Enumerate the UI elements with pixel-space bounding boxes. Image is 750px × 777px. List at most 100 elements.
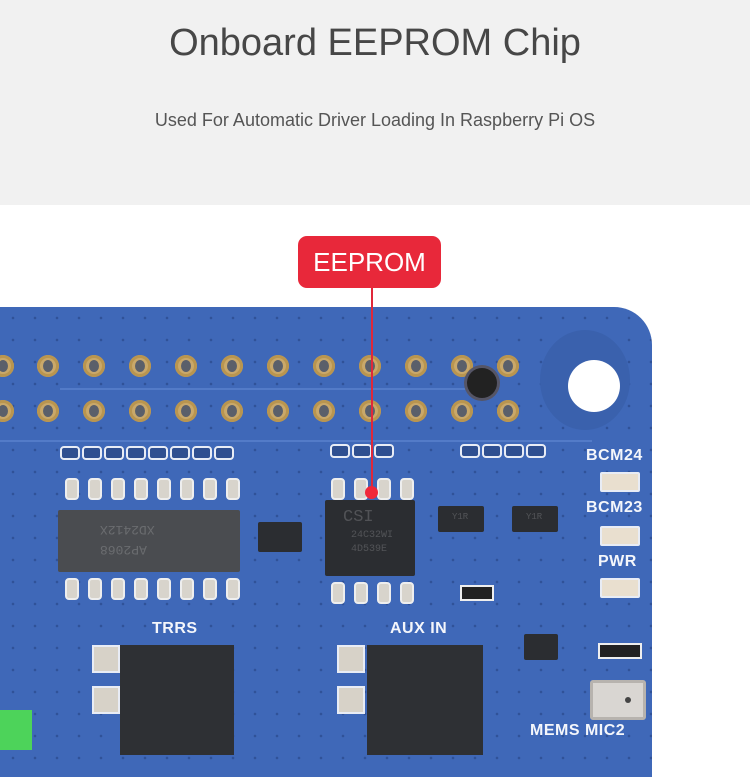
smd-pad <box>482 444 502 458</box>
amplifier-chip-marking: AP2068 <box>100 542 147 557</box>
smd-pad <box>104 446 124 460</box>
gpio-pin <box>221 400 243 422</box>
gpio-pin <box>0 400 14 422</box>
eeprom-callout-label: EEPROM <box>298 236 441 288</box>
header-banner: Onboard EEPROM Chip Used For Automatic D… <box>0 0 750 205</box>
chip-leg <box>226 578 240 600</box>
mounting-hole <box>568 360 620 412</box>
transistor: Y1R <box>512 506 558 532</box>
gpio-pin <box>175 355 197 377</box>
chip-leg <box>203 478 217 500</box>
gpio-pin <box>359 400 381 422</box>
transistor: Y1R <box>438 506 484 532</box>
eeprom-chip-marking: 24C32WI <box>351 530 394 541</box>
pcb-trace <box>60 388 482 390</box>
amplifier-chip-marking: XD2412X <box>100 522 155 537</box>
gpio-pin <box>129 400 151 422</box>
page-subtitle: Used For Automatic Driver Loading In Ras… <box>154 110 596 130</box>
resistor <box>598 643 642 659</box>
smd-pad <box>192 446 212 460</box>
chip-leg <box>354 582 368 604</box>
chip-leg <box>203 578 217 600</box>
gpio-pin <box>175 400 197 422</box>
gpio-pin <box>267 400 289 422</box>
gpio-pin <box>129 355 151 377</box>
smd-pad <box>504 444 524 458</box>
jack-pad <box>92 645 120 673</box>
gpio-pin <box>451 400 473 422</box>
transistor-marking: Y1R <box>452 512 469 522</box>
eeprom-chip-body: CSI 24C32WI 4D539E <box>325 500 415 576</box>
label-pwr: PWR <box>598 553 637 570</box>
gpio-pin <box>83 400 105 422</box>
smd-pad <box>330 444 350 458</box>
resistor <box>460 585 494 601</box>
aux-in-jack <box>367 645 483 755</box>
chip-leg <box>377 478 391 500</box>
gpio-pin <box>267 355 289 377</box>
gpio-pin <box>405 400 427 422</box>
led-bcm24 <box>600 472 640 492</box>
smd-pad <box>526 444 546 458</box>
chip-leg <box>331 582 345 604</box>
chip-leg <box>88 578 102 600</box>
label-trrs: TRRS <box>152 620 198 637</box>
screw-terminal <box>0 710 32 750</box>
mems-microphone <box>590 680 646 720</box>
pcb-trace <box>0 440 592 442</box>
callout-line <box>371 288 373 492</box>
label-bcm24: BCM24 <box>586 447 643 464</box>
chip-leg <box>226 478 240 500</box>
page-title: Onboard EEPROM Chip <box>169 22 581 64</box>
smd-pad <box>214 446 234 460</box>
chip-leg <box>157 478 171 500</box>
smd-pad <box>352 444 372 458</box>
chip-leg <box>377 582 391 604</box>
eeprom-chip-marking: CSI <box>343 508 374 527</box>
smd-pad <box>170 446 190 460</box>
led-pwr <box>600 578 640 598</box>
gpio-pin <box>497 355 519 377</box>
chip-leg <box>400 582 414 604</box>
smd-pad <box>374 444 394 458</box>
regulator <box>524 634 558 660</box>
chip-leg <box>65 478 79 500</box>
smd-pad <box>460 444 480 458</box>
chip-leg <box>88 478 102 500</box>
gpio-pin <box>37 400 59 422</box>
gpio-pin <box>451 355 473 377</box>
smd-pad <box>126 446 146 460</box>
gpio-pin <box>405 355 427 377</box>
callout-dot <box>365 486 378 499</box>
amplifier-chip-body: XD2412X AP2068 <box>58 510 240 572</box>
small-ic <box>258 522 302 552</box>
gpio-pin <box>359 355 381 377</box>
gpio-pin <box>0 355 14 377</box>
jack-pad <box>92 686 120 714</box>
eeprom-chip-marking: 4D539E <box>351 544 388 555</box>
chip-leg <box>111 578 125 600</box>
trrs-jack <box>120 645 234 755</box>
gpio-pin <box>83 355 105 377</box>
transistor-marking: Y1R <box>526 512 543 522</box>
chip-leg <box>65 578 79 600</box>
label-mems-mic2: MEMS MIC2 <box>530 722 626 739</box>
jack-pad <box>337 645 365 673</box>
gpio-pin <box>313 355 335 377</box>
fiducial-mark <box>467 368 497 398</box>
chip-leg <box>400 478 414 500</box>
chip-leg <box>134 578 148 600</box>
gpio-pin <box>497 400 519 422</box>
smd-pad <box>148 446 168 460</box>
chip-leg <box>180 478 194 500</box>
chip-leg <box>111 478 125 500</box>
chip-leg <box>157 578 171 600</box>
smd-pad <box>60 446 80 460</box>
gpio-pin <box>221 355 243 377</box>
gpio-pin <box>313 400 335 422</box>
chip-leg <box>180 578 194 600</box>
chip-leg <box>134 478 148 500</box>
led-bcm23 <box>600 526 640 546</box>
label-aux-in: AUX IN <box>390 620 448 637</box>
jack-pad <box>337 686 365 714</box>
